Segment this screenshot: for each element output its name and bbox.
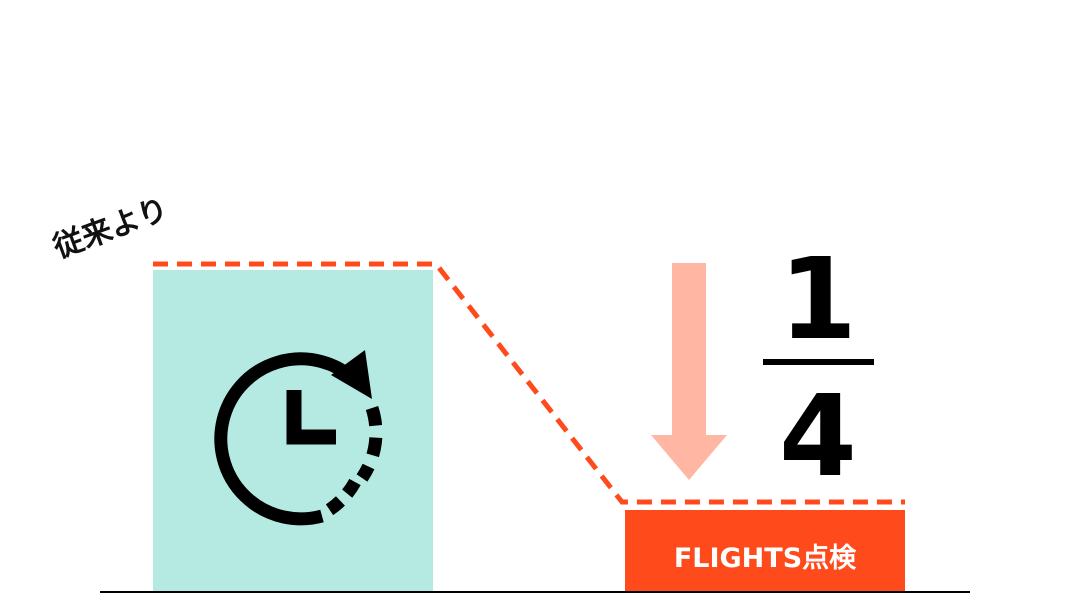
reduction-dashed-line xyxy=(153,261,905,505)
fraction-numerator: 1 xyxy=(779,235,857,365)
after-block xyxy=(625,510,905,592)
reduction-fraction: 1 4 xyxy=(763,235,874,502)
fraction-denominator: 4 xyxy=(779,372,857,502)
clock-rotate-icon xyxy=(214,350,383,526)
before-label: 従来より xyxy=(48,192,173,266)
down-arrow-icon xyxy=(651,263,727,480)
after-block-label: FLIGHTS点検 xyxy=(674,543,857,574)
